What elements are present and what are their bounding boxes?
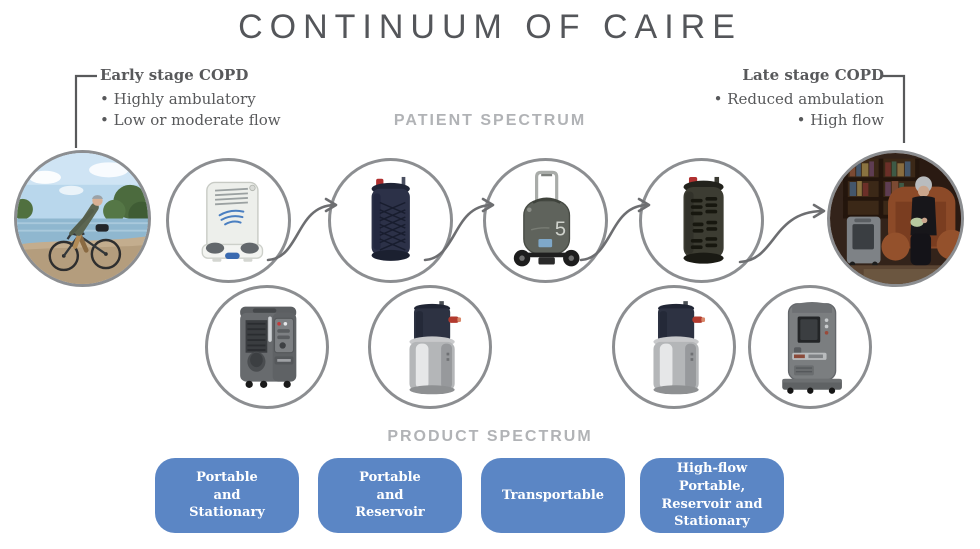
product-device-circle-reservoir-2	[612, 285, 736, 409]
seated-woman-photo	[830, 153, 961, 284]
liquid-oxygen-reservoir-icon	[409, 300, 461, 395]
portable-liquid-oxygen-icon	[371, 176, 410, 261]
transportable-oxygen-concentrator-icon: 5	[513, 170, 580, 267]
cyclist-photo	[17, 153, 148, 284]
early-stage-heading: Early stage COPD	[100, 66, 249, 84]
category-pill-portable-stationary: Portable and Stationary	[155, 458, 299, 533]
early-stage-copd-block: Early stage COPD • Highly ambulatory • L…	[100, 66, 281, 131]
early-stage-bullet: • Low or moderate flow	[100, 111, 281, 129]
product-spectrum-label: PRODUCT SPECTRUM	[387, 428, 593, 445]
early-stage-bullet: • Highly ambulatory	[100, 90, 256, 108]
patient-photo-circle-late	[827, 150, 964, 287]
category-pill-label: High-flow Portable, Reservoir and Statio…	[661, 461, 763, 530]
patient-photo-circle-early	[14, 150, 151, 287]
product-device-circle-reservoir-1	[368, 285, 492, 409]
product-device-circle-high-flow-stationary	[748, 285, 872, 409]
late-stage-bullet: • Reduced ambulation	[713, 90, 884, 108]
category-pill-label: Transportable	[501, 487, 605, 503]
high-flow-stationary-oxygen-concentrator-icon	[781, 301, 842, 394]
page-title: CONTINUUM OF CAIRE	[238, 8, 742, 46]
late-stage-copd-block: Late stage COPD • Reduced ambulation • H…	[714, 66, 884, 131]
stationary-oxygen-concentrator-icon	[239, 306, 296, 388]
category-pill-transportable: Transportable	[481, 458, 625, 533]
product-device-circle-stationary	[205, 285, 329, 409]
patient-device-circle-high-flow-portable	[639, 158, 764, 283]
patient-device-circle-transportable: 5	[483, 158, 608, 283]
patient-device-circle-portable	[166, 158, 291, 283]
category-pill-label: Portable and Stationary	[189, 470, 265, 521]
patient-spectrum-label: PATIENT SPECTRUM	[393, 112, 587, 129]
patient-device-circle-reservoir-portable	[328, 158, 453, 283]
late-stage-bullet: • High flow	[796, 111, 884, 129]
portable-oxygen-concentrator-icon	[201, 181, 263, 262]
eclipse-5-badge: 5	[555, 218, 566, 240]
liquid-oxygen-reservoir-icon	[653, 300, 705, 395]
late-stage-bracket-line	[883, 74, 906, 143]
category-pill-high-flow: High-flow Portable, Reservoir and Statio…	[640, 458, 784, 533]
category-pill-portable-reservoir: Portable and Reservoir	[318, 458, 462, 533]
category-pill-label: Portable and Reservoir	[355, 470, 425, 521]
late-stage-heading: Late stage COPD	[742, 66, 884, 84]
high-flow-portable-liquid-oxygen-icon	[683, 176, 724, 264]
